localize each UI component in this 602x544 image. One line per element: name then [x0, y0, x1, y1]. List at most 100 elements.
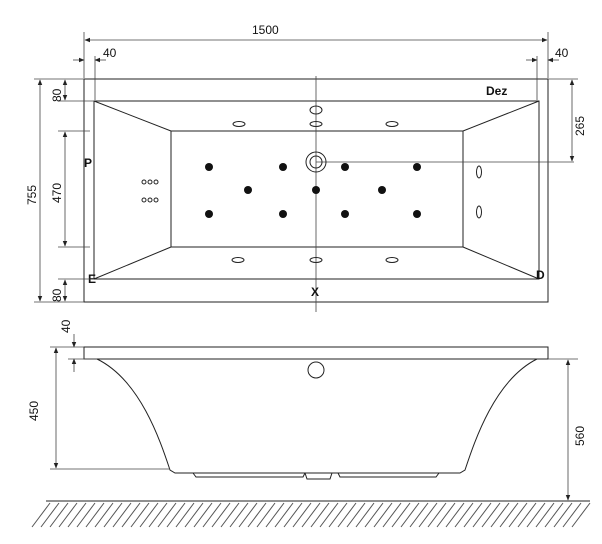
dim-40-left-label: 40 — [103, 46, 117, 60]
bottom-slot-right — [385, 257, 399, 263]
hatch-line — [76, 502, 96, 528]
top-slot-center — [309, 121, 323, 127]
hatch-line — [544, 502, 564, 528]
hatch-line — [112, 502, 132, 528]
hatch-line — [256, 502, 276, 528]
hatch-line — [220, 502, 240, 528]
hatch-line — [319, 502, 339, 528]
floor — [31, 500, 591, 528]
air-jet — [413, 210, 421, 218]
overflow-slot — [309, 105, 323, 115]
top-slot-left — [232, 121, 246, 127]
top-view: Dez E D P X — [83, 76, 574, 312]
side-slot-upper — [476, 165, 482, 179]
drain-inner — [309, 155, 323, 169]
side-body — [96, 358, 538, 474]
hatch-line — [535, 502, 555, 528]
air-jet — [279, 163, 287, 171]
dim-1500-label: 1500 — [252, 23, 279, 37]
hatch-line — [193, 502, 213, 528]
hatch-line — [436, 502, 456, 528]
hatch-line — [40, 502, 60, 528]
hatch-line — [571, 502, 591, 528]
top-slot-right — [385, 121, 399, 127]
air-jet — [378, 186, 386, 194]
right-dimensions: 265 — [548, 78, 587, 162]
hatch-line — [67, 502, 87, 528]
air-jet — [205, 210, 213, 218]
hatch-line — [553, 502, 573, 528]
hatch-line — [274, 502, 294, 528]
hatch-line — [490, 502, 510, 528]
air-jet — [413, 163, 421, 171]
hatch-line — [391, 502, 411, 528]
dim-40-right-label: 40 — [555, 46, 569, 60]
hatch-line — [166, 502, 186, 528]
hatch-line — [400, 502, 420, 528]
hatch-line — [310, 502, 330, 528]
hatch-line — [58, 502, 78, 528]
side-rim — [83, 346, 549, 360]
hatch-line — [337, 502, 357, 528]
side-slot-lower — [476, 205, 482, 219]
hatch-line — [382, 502, 402, 528]
air-jets — [205, 163, 421, 218]
hatch-line — [409, 502, 429, 528]
air-jet — [341, 210, 349, 218]
hatch-line — [481, 502, 501, 528]
hatch-line — [130, 502, 150, 528]
hatch-line — [157, 502, 177, 528]
side-overflow — [307, 361, 325, 379]
bottom-slot-left — [231, 257, 245, 263]
dim-560-label: 560 — [573, 426, 587, 446]
hatch-line — [526, 502, 546, 528]
label-dez: Dez — [486, 84, 507, 98]
hatch-line — [121, 502, 141, 528]
side-view — [83, 346, 549, 480]
air-jet — [279, 210, 287, 218]
dim-40-side-label: 40 — [59, 319, 73, 333]
hatch-line — [427, 502, 447, 528]
dim-80-bottom-label: 80 — [50, 288, 64, 302]
side-base-feet — [192, 472, 440, 478]
air-jet — [312, 186, 320, 194]
hatch-line — [418, 502, 438, 528]
label-d: D — [536, 268, 545, 282]
hatch-line — [373, 502, 393, 528]
hatch-line — [85, 502, 105, 528]
dim-80-top-label: 80 — [50, 88, 64, 102]
hatch-line — [292, 502, 312, 528]
hatch-line — [211, 502, 231, 528]
label-x: X — [311, 285, 319, 299]
back-jet-cluster — [141, 179, 159, 203]
top-dimensions: 1500 40 40 — [73, 23, 569, 100]
left-dimensions: 755 80 470 80 — [25, 78, 94, 303]
hatch-line — [301, 502, 321, 528]
hatch-line — [508, 502, 528, 528]
hatch-line — [499, 502, 519, 528]
hatch-line — [184, 502, 204, 528]
hatch-line — [103, 502, 123, 528]
side-drain-trap — [304, 472, 333, 480]
hatch-line — [472, 502, 492, 528]
hatch-line — [247, 502, 267, 528]
hatch-line — [238, 502, 258, 528]
air-jet — [205, 163, 213, 171]
hatch-line — [49, 502, 69, 528]
side-dimensions: 450 40 560 — [27, 319, 587, 501]
tub-inner-rim — [93, 100, 540, 280]
hatch-line — [175, 502, 195, 528]
hatch-line — [265, 502, 285, 528]
hatch-line — [454, 502, 474, 528]
hatch-line — [355, 502, 375, 528]
hatch-line — [229, 502, 249, 528]
bottom-slot-center — [309, 257, 323, 263]
hatch-line — [328, 502, 348, 528]
hatch-line — [148, 502, 168, 528]
drain-outer — [305, 151, 327, 173]
hatch-line — [445, 502, 465, 528]
floor-hatching — [31, 502, 591, 528]
hatch-line — [139, 502, 159, 528]
dim-450-label: 450 — [27, 401, 41, 421]
